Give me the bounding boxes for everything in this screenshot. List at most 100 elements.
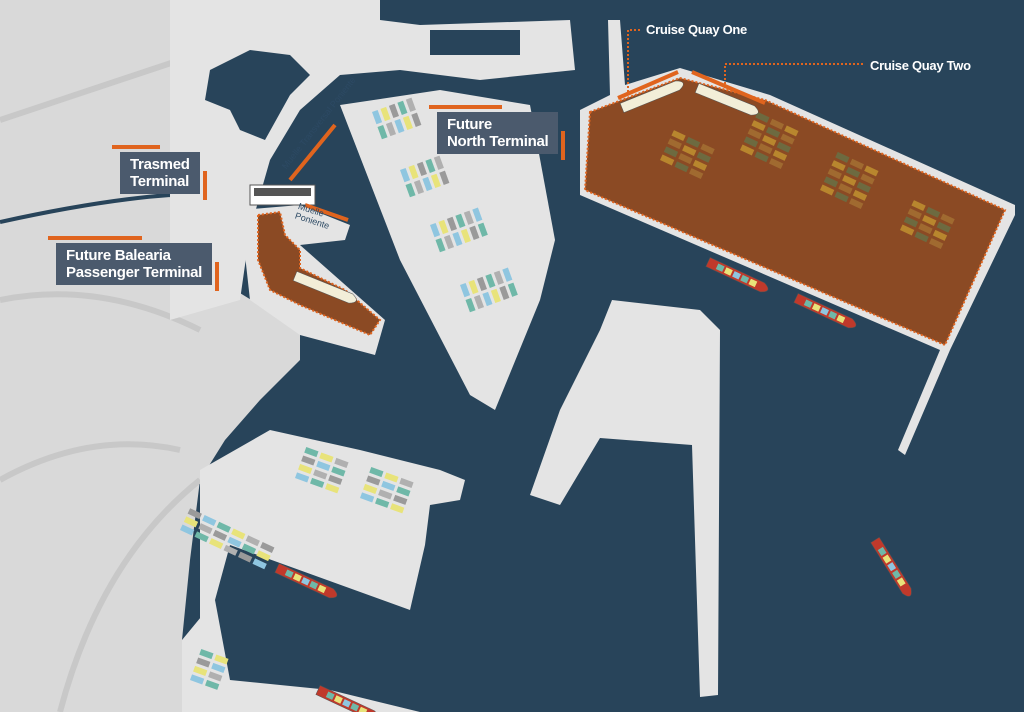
container [911,200,926,212]
container [769,158,784,170]
container [231,528,246,540]
container [319,452,334,463]
container [903,216,919,228]
container [929,238,944,250]
container [384,472,399,483]
container [393,494,408,505]
container [209,538,224,550]
container [507,282,518,297]
container [433,155,444,170]
container [682,145,697,156]
cruise-quay-one-edge [617,70,679,100]
container [400,167,411,183]
container [396,486,411,497]
container [193,665,208,676]
container [455,213,466,228]
container-block [400,155,450,198]
container [660,154,675,166]
container [835,151,850,163]
container [925,206,941,218]
container [856,181,871,193]
container [369,466,384,478]
container [366,475,381,486]
container [468,279,479,295]
container [747,128,762,140]
container [845,166,861,178]
container [238,551,253,563]
container [295,472,310,483]
container [208,671,223,682]
container [377,124,388,140]
container [849,198,864,210]
container [758,143,773,155]
label-cruise-quay-one: Cruise Quay One [646,22,747,37]
cruise-ship [619,80,684,113]
container [216,521,231,533]
container [198,523,213,535]
label-trasmed-terminal: Trasmed Terminal [112,145,207,200]
container [780,133,795,145]
container [696,151,711,163]
container [260,542,275,553]
container [918,223,933,235]
container [325,483,340,494]
container [784,125,799,137]
container [772,149,788,161]
ships [274,80,912,712]
quay-edge [288,123,337,182]
container [860,173,875,185]
container [310,477,325,488]
container-block [740,111,799,170]
container-block [372,97,422,140]
container [678,153,693,165]
label-line: Passenger Terminal [66,264,203,281]
container [252,558,267,570]
container-block [900,200,955,250]
cargo-ship [315,685,379,712]
container [831,160,846,172]
label-north-terminal: Future North Terminal [428,105,566,160]
container [689,168,704,180]
container [328,474,343,485]
container-pier-north [340,90,555,410]
container [227,536,242,548]
container [754,151,769,163]
container [187,508,202,520]
container [674,161,689,173]
container [422,176,433,192]
container [316,460,331,472]
container [473,294,485,310]
container [212,529,228,541]
container [476,276,487,292]
container [762,135,777,146]
container [864,165,879,177]
container [390,503,405,514]
container [932,229,948,241]
container-block [820,151,879,210]
container [827,168,842,180]
container [256,550,271,562]
container [214,654,229,665]
container [405,182,416,198]
inner-dock-2 [430,30,520,55]
container [460,282,471,298]
container [769,118,785,130]
container [834,191,849,203]
container [223,544,238,556]
container [378,489,393,500]
cruise-ship [694,83,759,116]
container [502,267,513,282]
container [183,516,199,528]
container [245,535,260,547]
container [820,184,835,196]
label-line: North Terminal [447,133,549,150]
container [388,103,399,119]
container [482,291,493,307]
container [430,222,441,238]
container [477,222,488,237]
quay-edge-poniente [304,203,349,222]
leader-line-two [724,63,865,88]
container [692,159,708,171]
container [413,179,425,195]
container [485,273,496,288]
